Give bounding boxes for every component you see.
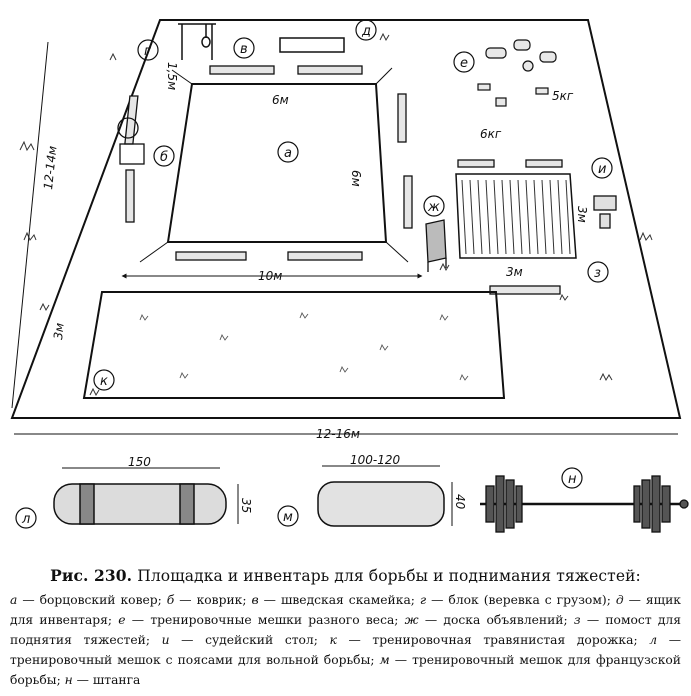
label-z-circle — [587, 261, 609, 283]
legend-key: н — [64, 673, 73, 687]
legend-text: — тренировочные мешки разного веса; — [125, 613, 405, 627]
label-a-circle — [277, 141, 299, 163]
legend-text: — доска объявлений; — [418, 613, 574, 627]
rope-block — [178, 23, 216, 60]
label-e: е — [460, 56, 468, 71]
legend-text: — штанга — [72, 673, 141, 687]
weightlifting-platform — [455, 173, 577, 259]
legend-text: — блок (веревка с грузом); — [426, 593, 616, 607]
figure-caption: Рис. 230. Площадка и инвентарь для борьб… — [10, 566, 681, 690]
dim-mat-height: 6м — [349, 170, 363, 187]
bags-label: 6кг — [480, 127, 502, 141]
figure-svg: а 6м 6м в г 1,5м д б — [10, 19, 689, 533]
legend-text: — ящик для инвентаря; — [10, 593, 681, 627]
dim-field-width: 12-16м — [316, 427, 360, 441]
label-i-circle — [591, 157, 613, 179]
dim-platform-side: 10м — [258, 269, 282, 283]
caption-title-text: Площадка и инвентарь для борьбы и подним… — [137, 567, 641, 585]
dim-field-depth: 12-14м — [41, 145, 60, 190]
dim-mat-width: 6м — [272, 93, 289, 107]
legend-text: — борцовский ковер; — [17, 593, 167, 607]
label-n: н — [568, 472, 577, 487]
legend-key: б — [166, 593, 175, 607]
barbell — [480, 475, 689, 533]
legend-key: и — [161, 633, 170, 647]
label-m: м — [283, 510, 293, 525]
legend-key: а — [10, 593, 18, 607]
label-d: д — [361, 24, 371, 39]
legend-text: — коврик; — [174, 593, 252, 607]
label-a: а — [284, 146, 292, 161]
legend-text: — шведская скамейка; — [258, 593, 420, 607]
small-mat — [119, 143, 145, 165]
label-b-circle — [153, 145, 175, 167]
dim-line-12-14 — [11, 41, 49, 409]
dim-bag-m-height: 40 — [453, 494, 467, 510]
grass-track — [82, 291, 506, 399]
grass-tufts — [19, 32, 653, 397]
legend-key: л — [649, 633, 658, 647]
benches — [124, 65, 563, 295]
label-m-circle — [277, 505, 299, 527]
bag-m — [317, 481, 445, 527]
bag-l — [53, 483, 227, 525]
label-v: в — [240, 42, 248, 57]
legend-text: — судейский стол; — [169, 633, 330, 647]
label-l: л — [21, 512, 30, 527]
label-k-circle — [93, 369, 115, 391]
weights-label: 5кг — [552, 89, 574, 103]
label-l-circle — [15, 507, 37, 529]
legend-text: — тренировочный мешок для французской бо… — [10, 653, 681, 687]
dim-track-depth: 3м — [51, 322, 67, 340]
legend-key: ж — [404, 613, 419, 627]
dim-bag-m-length: 100-120 — [350, 453, 401, 467]
training-bags — [477, 39, 557, 107]
label-n-circle — [561, 467, 583, 489]
legend-key: м — [379, 653, 390, 667]
track-grass — [139, 311, 469, 381]
label-k: к — [100, 374, 108, 389]
label-g: г — [144, 44, 151, 59]
legend-text: — тренировочная травянистая дорожка; — [336, 633, 650, 647]
legend-key: г — [419, 593, 427, 607]
label-d-circle — [355, 19, 377, 41]
dim-bag-l-length: 150 — [128, 455, 151, 469]
label-i: и — [598, 162, 606, 177]
caption-title: Рис. 230. Площадка и инвентарь для борьб… — [10, 566, 681, 585]
caption-legend: а — борцовский ковер; б — коврик; в — шв… — [10, 590, 681, 690]
label-zh-circle — [423, 195, 445, 217]
legend-key: з — [573, 613, 581, 627]
judges-table — [593, 195, 617, 229]
equipment-box — [279, 37, 345, 53]
legend-key: к — [329, 633, 337, 647]
dim-weight-depth: 3м — [575, 206, 589, 223]
label-g-circle — [137, 39, 159, 61]
label-v-circle — [233, 37, 255, 59]
field-outline — [10, 19, 682, 419]
legend-key: е — [118, 613, 126, 627]
dim-bag-l-height: 35 — [239, 498, 253, 513]
label-b: б — [160, 150, 168, 165]
caption-prefix: Рис. 230. — [50, 566, 133, 585]
notice-board — [425, 219, 447, 272]
wrestling-mat — [166, 83, 388, 243]
label-zh: ж — [427, 200, 440, 215]
legend-text: — тренировочный мешок с поясами для воль… — [10, 633, 681, 667]
legend-key: д — [615, 593, 624, 607]
dim-block-height: 1,5м — [165, 62, 179, 90]
label-e-circle — [453, 51, 475, 73]
medicine-ball — [117, 117, 139, 139]
figure-illustration: а 6м 6м в г 1,5м д б — [10, 19, 689, 533]
legend-key: в — [251, 593, 259, 607]
legend-text: — помост для поднятия тяжестей; — [10, 613, 681, 647]
dim-weight-width: 3м — [506, 265, 523, 279]
label-z: з — [594, 266, 601, 281]
